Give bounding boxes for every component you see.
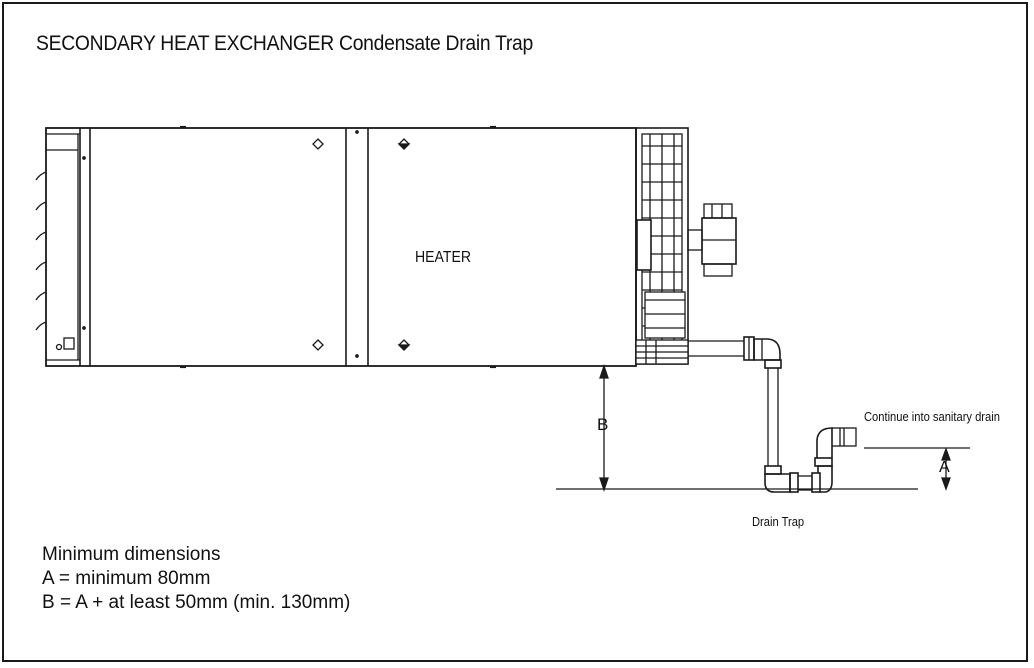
note-dimension-b: B = A + at least 50mm (min. 130mm) (42, 592, 351, 613)
drain-trap-label: Drain Trap (752, 514, 804, 529)
note-dimension-a: A = minimum 80mm (42, 568, 211, 589)
dimension-lines (556, 363, 970, 493)
dimension-a-label: A (939, 459, 950, 476)
blower-assembly (635, 127, 689, 365)
dimension-b-label: B (597, 415, 608, 434)
inlet-louvers (35, 171, 47, 331)
condensate-pipe (688, 336, 857, 493)
heater-cabinet (45, 125, 637, 369)
heater-label: HEATER (415, 248, 471, 266)
notes-heading: Minimum dimensions (42, 544, 221, 565)
sanitary-drain-label: Continue into sanitary drain (864, 409, 1000, 424)
blower-motor (687, 203, 737, 277)
minimum-dimensions-notes: Minimum dimensions A = minimum 80mm B = … (42, 543, 350, 615)
diagram-title: SECONDARY HEAT EXCHANGER Condensate Drai… (36, 32, 533, 55)
